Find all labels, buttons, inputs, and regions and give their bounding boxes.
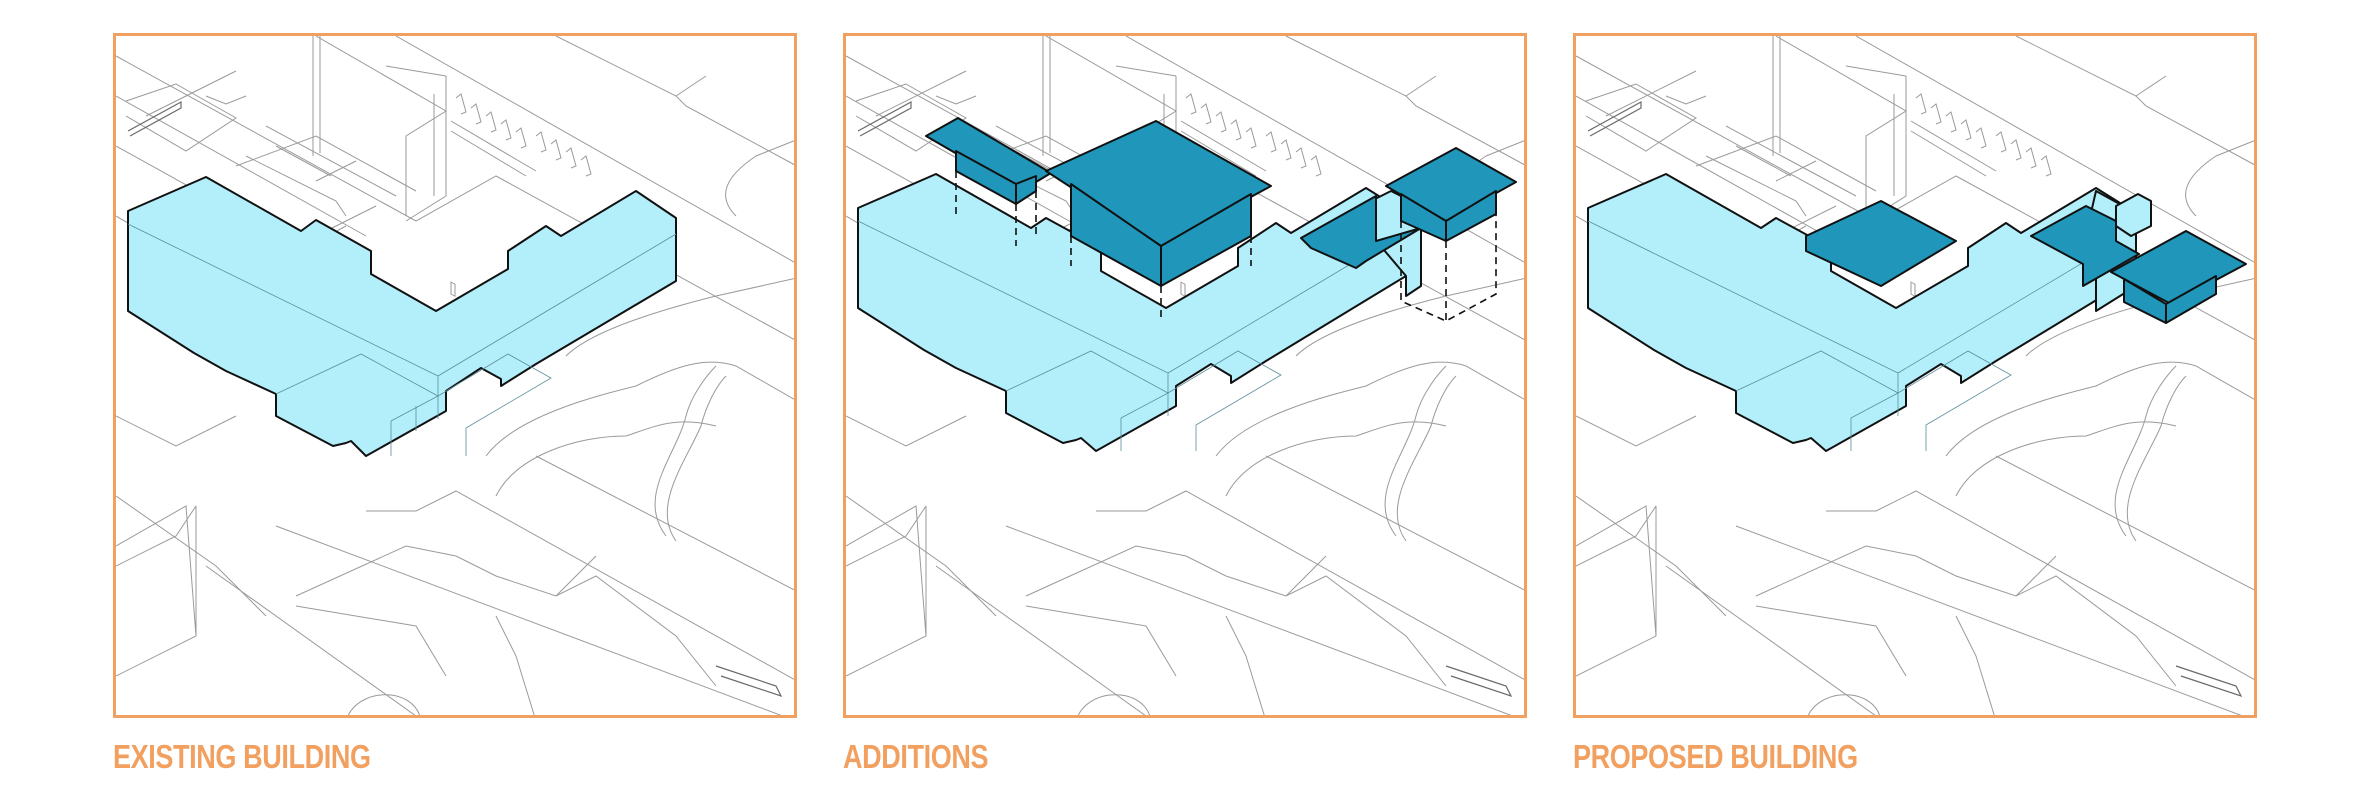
existing-building-diagram: [116, 36, 794, 715]
caption-proposed-building: PROPOSED BUILDING: [1573, 738, 1858, 775]
panel-existing-building: [113, 33, 797, 718]
caption-additions: ADDITIONS: [843, 738, 989, 775]
proposed-building-diagram: [1576, 36, 2254, 715]
additions-diagram: [846, 36, 1524, 715]
caption-existing-building: EXISTING BUILDING: [113, 738, 371, 775]
panel-proposed-building: [1573, 33, 2257, 718]
panel-additions: [843, 33, 1527, 718]
